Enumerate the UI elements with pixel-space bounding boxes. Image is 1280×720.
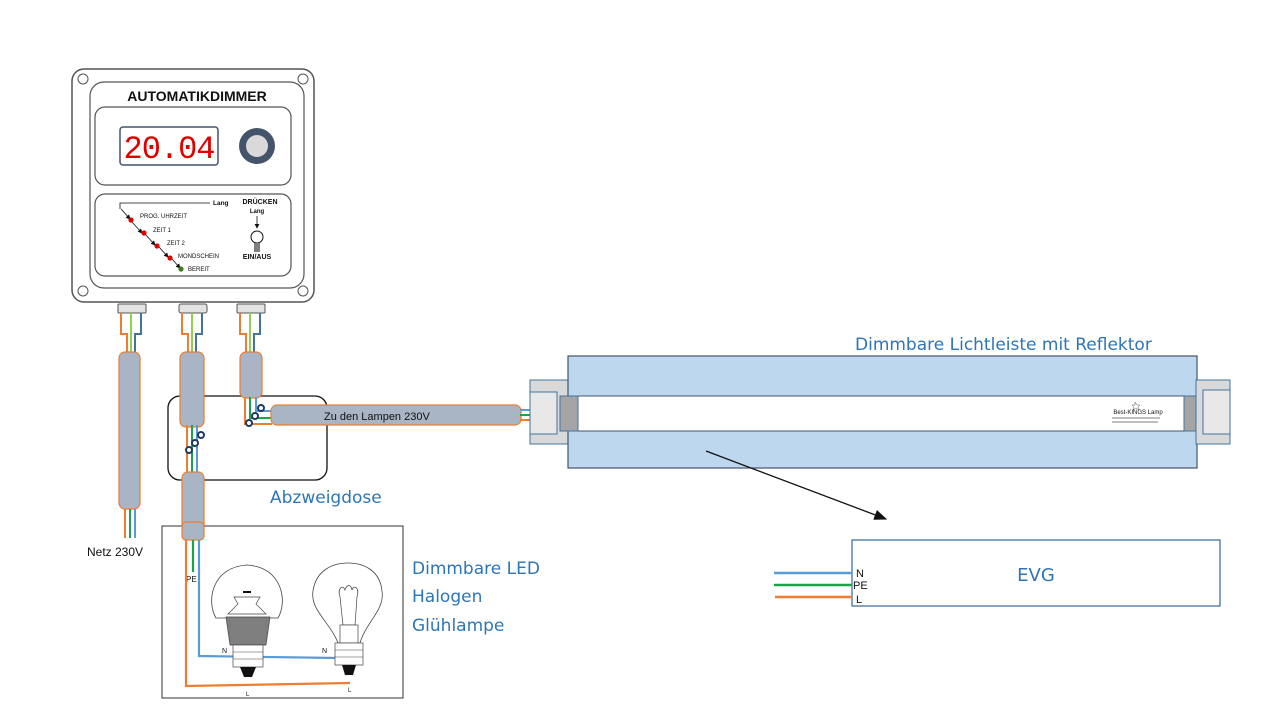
- wire-connector: [257, 404, 265, 412]
- led-bereit: [178, 266, 184, 272]
- step-label: MONDSCHEIN: [178, 254, 219, 260]
- push-button-icon[interactable]: [250, 230, 264, 244]
- push-button-stem: [254, 243, 260, 252]
- display-value: 20.04: [123, 131, 214, 168]
- terminal-l-label: L: [856, 594, 862, 606]
- tube-pin-left: [559, 395, 579, 432]
- l-label: L: [246, 692, 250, 698]
- screw-hole: [297, 285, 309, 297]
- pe-label: PE: [186, 575, 197, 584]
- lamp-supply-cable-upper: [179, 351, 205, 428]
- led-zeit-2: [154, 243, 160, 249]
- long-press-line: [119, 202, 210, 209]
- tube-brand-label: Best-KINGS Lamp: [1113, 410, 1163, 416]
- wire-connector: [251, 412, 259, 420]
- screw-hole: [77, 285, 89, 297]
- dimmer-title: AUTOMATIKDIMMER: [127, 88, 266, 104]
- light-bar-cable-upper: [239, 351, 263, 399]
- step-label: PROG. UHRZEIT: [140, 214, 187, 220]
- cable-glands: [117, 303, 266, 314]
- to-lamps-label: Zu den Lampen 230V: [324, 411, 430, 423]
- led-bulb-icon: N L: [211, 564, 283, 698]
- junction-box-label: Abzweigdose: [270, 488, 382, 508]
- neutral-wire: [197, 540, 339, 660]
- to-lamps-cable: Zu den Lampen 230V: [270, 404, 532, 426]
- step-label: BEREIT: [188, 267, 210, 273]
- n-label: N: [222, 648, 227, 655]
- step-label: ZEIT 1: [153, 228, 172, 234]
- lamp-type-halogen: Halogen: [412, 587, 482, 607]
- menu-steps: PROG. UHRZEIT ZEIT 1 ZEIT 2 MONDSCHEIN B…: [128, 214, 219, 273]
- tube-fine-print: [1112, 417, 1160, 423]
- light-bar-label: Dimmbare Lichtleiste mit Reflektor: [855, 335, 1152, 355]
- n-label: N: [322, 648, 327, 655]
- terminal-pe-label: PE: [853, 580, 868, 592]
- light-bar: Dimmbare Lichtleiste mit Reflektor Best-…: [529, 335, 1231, 469]
- press-long-label: Lang: [250, 209, 265, 215]
- cable-gland: [236, 303, 266, 314]
- automatic-dimmer-device: AUTOMATIKDIMMER 20.04 Lang PROG. UHRZEIT…: [71, 68, 315, 303]
- menu-panel: [94, 193, 292, 277]
- ballast-evg: EVG N PE L: [774, 539, 1221, 607]
- led-mondschein: [167, 255, 173, 261]
- terminal-n-label: N: [856, 568, 864, 580]
- live-wire: [184, 540, 351, 688]
- ballast-pointer-arrow: [705, 450, 888, 520]
- wire-connector: [245, 419, 253, 427]
- star-logo-icon: [1131, 401, 1141, 411]
- led-prog-uhrzeit: [128, 217, 134, 223]
- long-label: Lang: [213, 200, 229, 207]
- l-label: L: [348, 688, 352, 694]
- led-display: [119, 126, 219, 166]
- cable-gland: [117, 303, 147, 314]
- screw-hole: [297, 73, 309, 85]
- incandescent-bulb-icon: N L: [312, 562, 383, 694]
- ballast-label: EVG: [1017, 565, 1055, 586]
- led-zeit-1: [141, 230, 147, 236]
- screw-hole: [77, 73, 89, 85]
- ballast-box: [851, 539, 1221, 607]
- cable-gland: [178, 303, 208, 314]
- knob-icon[interactable]: [246, 135, 268, 157]
- mains-label: Netz 230V: [87, 545, 143, 559]
- step-label: ZEIT 2: [167, 241, 186, 247]
- wire-connector: [191, 439, 199, 447]
- fluorescent-tube: [567, 395, 1198, 432]
- lamp-type-led: Dimmbare LED: [412, 559, 540, 579]
- mains-cable: Netz 230V: [87, 351, 143, 559]
- wire-connector: [197, 431, 205, 439]
- lamp-type-incandescent: Glühlampe: [412, 616, 504, 636]
- wire-connector: [185, 446, 193, 454]
- onoff-label: EIN/AUS: [243, 254, 272, 261]
- press-label: DRÜCKEN: [243, 197, 278, 206]
